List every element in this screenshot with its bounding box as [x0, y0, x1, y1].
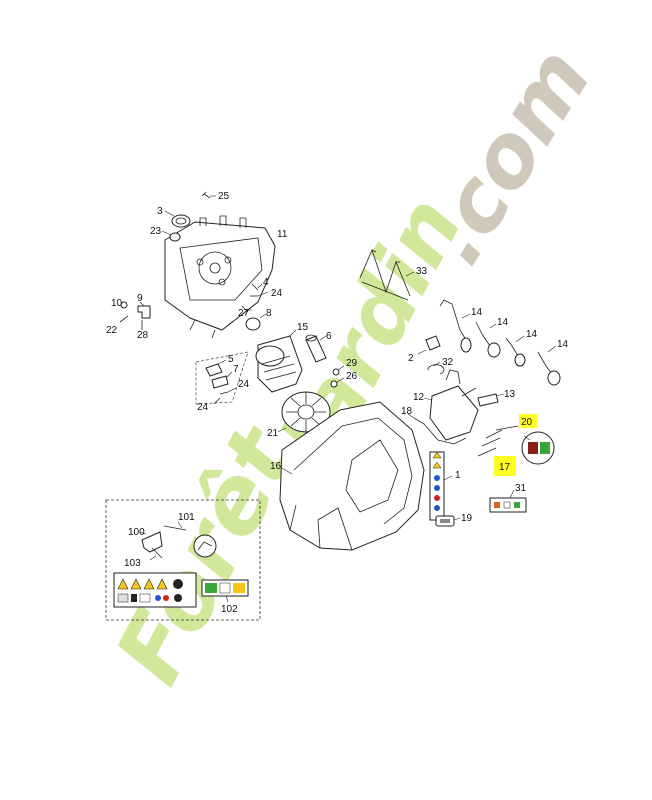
callout-7: 7: [233, 364, 239, 375]
callout-5: 5: [228, 354, 234, 365]
callout-3: 3: [157, 206, 163, 217]
part-100-key: [139, 531, 163, 553]
part-102-label: [201, 579, 249, 603]
part-26-nut: [330, 377, 345, 388]
part-103-plug: [149, 547, 163, 561]
callout-25: 25: [218, 191, 230, 202]
callout-13: 13: [504, 389, 516, 400]
callout-103: 103: [124, 558, 141, 569]
callout-15: 15: [297, 322, 309, 333]
part-101-cable: [163, 521, 187, 531]
part-15-motor: [255, 329, 303, 393]
part-25-screw: [201, 191, 216, 199]
part-16-cover: [279, 401, 425, 551]
kit-icon-circle: [193, 534, 217, 558]
callout-26: 26: [346, 371, 358, 382]
callout-12: 12: [413, 392, 425, 403]
part-24-screw-a: [250, 291, 269, 297]
callout-6: 6: [326, 331, 332, 342]
part-20-indicator-label: [521, 431, 555, 465]
part-19-badge: [435, 515, 461, 527]
part-10-washer: [120, 301, 128, 309]
callout-33: 33: [416, 266, 428, 277]
callout-16: 16: [270, 461, 282, 472]
callout-29: 29: [346, 358, 358, 369]
part-12-switch-box: [423, 369, 479, 441]
callout-101: 101: [178, 512, 195, 523]
part-3-ring: [164, 210, 191, 228]
callout-18: 18: [401, 406, 413, 417]
callout-8: 8: [266, 308, 272, 319]
part-14-cable-b: [475, 321, 501, 358]
callout-27: 27: [238, 308, 250, 319]
part-31-label: [489, 489, 527, 513]
part-1-warning-strip: [429, 451, 453, 521]
kit-warning-panel: [113, 572, 197, 608]
part-5-bracket: [205, 359, 227, 377]
part-7-clip: [211, 371, 233, 389]
part-17-stripe: [477, 425, 519, 457]
part-18-wire: [407, 413, 467, 445]
part-21-fan: [277, 391, 331, 433]
part-14-cable-a: [439, 299, 472, 353]
part-14-cable-c: [505, 335, 526, 367]
callout-32: 32: [442, 357, 454, 368]
part-2-connector: [417, 335, 441, 355]
part-23-plug: [161, 230, 181, 242]
part-24-screw-b: [219, 387, 237, 395]
callout-24a: 24: [271, 288, 283, 299]
highlight-20: [519, 414, 537, 428]
callout-17: 17: [499, 462, 511, 473]
part-4-screw: [251, 283, 263, 291]
callout-10: 10: [111, 298, 123, 309]
callout-1: 1: [455, 470, 461, 481]
callout-labels: 1 2 3 4 5 6 7 8 9 10 11 12 13 14 14 14 1…: [106, 191, 569, 615]
part-27-screw: [241, 305, 252, 313]
callout-22: 22: [106, 325, 118, 336]
watermark-brand-com: .com: [403, 31, 611, 281]
part-29-washer: [332, 365, 345, 376]
kit-box: [105, 499, 261, 621]
callout-21: 21: [267, 428, 279, 439]
callout-14d: 14: [557, 339, 569, 350]
callout-23: 23: [150, 226, 162, 237]
part-13-lever: [477, 393, 505, 407]
callout-14b: 14: [497, 317, 509, 328]
part-8-grommet: [245, 313, 267, 331]
callout-20: 20: [521, 417, 533, 428]
callout-14c: 14: [526, 329, 538, 340]
part-33-handle-bracket: [359, 248, 415, 301]
callout-9: 9: [137, 293, 143, 304]
part-9-clip: [137, 301, 151, 319]
callout-24c: 24: [197, 402, 209, 413]
callout-2: 2: [408, 353, 414, 364]
callout-100: 100: [128, 527, 145, 538]
part-6-capacitor: [305, 334, 327, 363]
part-14-cable-d: [537, 345, 561, 386]
part-11-housing: [164, 215, 276, 339]
callout-31: 31: [515, 483, 527, 494]
callout-14a: 14: [471, 307, 483, 318]
callout-19: 19: [461, 513, 473, 524]
callout-4: 4: [263, 277, 269, 288]
part-32-clip-ring: [427, 361, 445, 375]
callout-11: 11: [277, 229, 288, 240]
callout-102: 102: [221, 604, 238, 615]
callout-28: 28: [137, 330, 149, 341]
part-22-screw: [119, 315, 129, 323]
callout-24b: 24: [238, 379, 250, 390]
highlight-17: [494, 456, 516, 476]
